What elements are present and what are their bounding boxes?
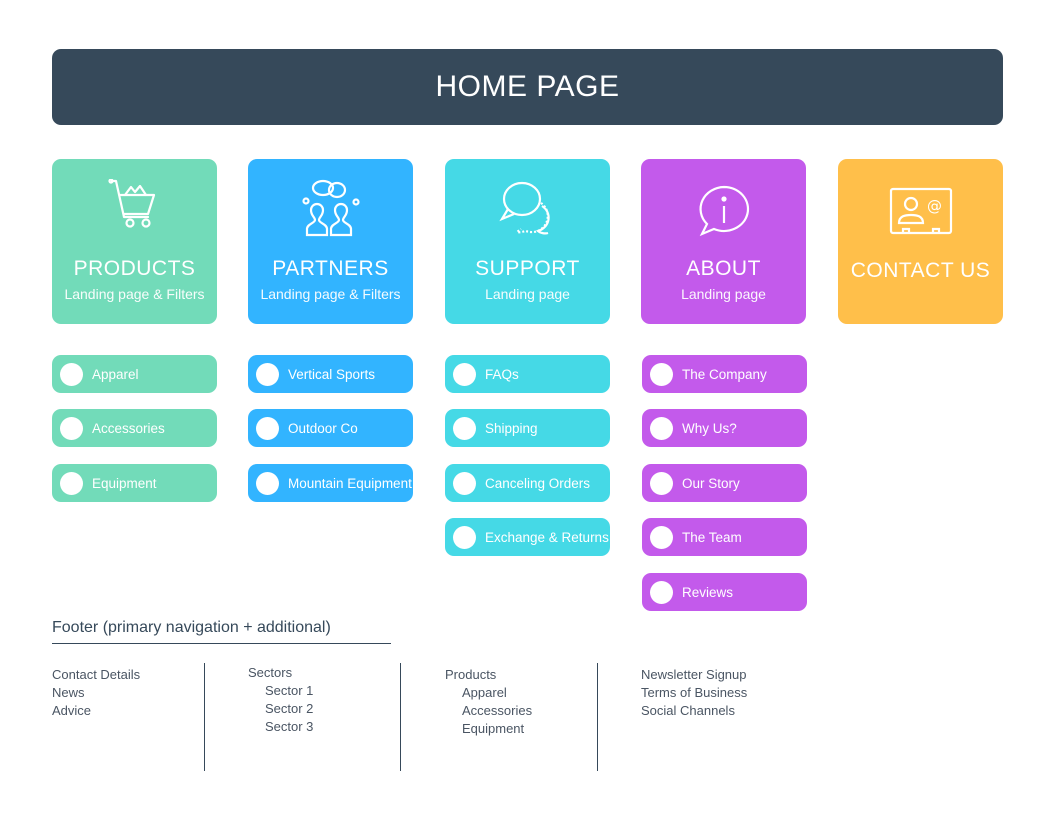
circle-icon — [650, 416, 673, 440]
card-subtitle: Landing page & Filters — [64, 286, 205, 302]
subpage-label: Outdoor Co — [288, 420, 358, 436]
subpage-button[interactable]: Exchange & Returns — [445, 518, 610, 556]
subpage-label: Canceling Orders — [485, 475, 591, 491]
circle-icon — [650, 471, 673, 495]
footer-link[interactable]: Advice — [52, 703, 92, 718]
subpage-label: Apparel — [92, 366, 139, 382]
info-bubble-icon — [699, 185, 749, 237]
circle-icon — [453, 416, 476, 440]
footer-title: Footer (primary navigation + additional) — [52, 619, 331, 636]
card-contact-us[interactable]: @ CONTACT US — [838, 159, 1003, 324]
footer-heading[interactable]: Products — [445, 667, 497, 682]
subpage-label: Exchange & Returns — [485, 529, 609, 545]
speech-bubbles-icon — [498, 181, 550, 235]
footer-divider — [400, 663, 401, 771]
subpage-button[interactable]: The Team — [642, 518, 807, 556]
circle-icon — [60, 471, 83, 495]
subpage-button[interactable]: Why Us? — [642, 409, 807, 447]
subpage-label: Vertical Sports — [288, 366, 376, 382]
footer-column-3: Products Apparel Accessories Equipment — [445, 666, 532, 738]
card-title: ABOUT — [686, 257, 761, 280]
card-support[interactable]: SUPPORT Landing page — [445, 159, 610, 324]
footer-title-underline — [52, 643, 391, 644]
card-subtitle: Landing page — [681, 286, 766, 302]
shopping-cart-icon — [107, 179, 155, 228]
footer-divider — [204, 663, 205, 771]
footer-divider — [597, 663, 598, 771]
subpage-button[interactable]: Apparel — [52, 355, 217, 393]
contact-card-icon: @ — [889, 187, 952, 235]
footer-heading[interactable]: Sectors — [248, 665, 293, 680]
circle-icon — [60, 416, 83, 440]
subpage-label: The Company — [682, 366, 767, 382]
subpage-label: Why Us? — [682, 420, 737, 436]
subpage-label: Equipment — [92, 475, 157, 491]
subpage-button[interactable]: Equipment — [52, 464, 217, 502]
circle-icon — [650, 580, 673, 604]
subpage-button[interactable]: Outdoor Co — [248, 409, 413, 447]
footer-link[interactable]: Newsletter Signup — [641, 667, 747, 682]
page-title: HOME PAGE — [52, 49, 1003, 125]
footer-link[interactable]: News — [52, 685, 85, 700]
footer-link[interactable]: Apparel — [462, 685, 507, 700]
people-chat-icon — [301, 179, 360, 237]
footer-column-1: Contact Details News Advice — [52, 666, 140, 720]
circle-icon — [256, 416, 279, 440]
subpage-label: Shipping — [485, 420, 538, 436]
card-subtitle: Landing page — [485, 286, 570, 302]
footer-link[interactable]: Sector 3 — [265, 719, 314, 734]
subpage-button[interactable]: Shipping — [445, 409, 610, 447]
footer-link[interactable]: Sector 1 — [265, 683, 314, 698]
footer-link[interactable]: Terms of Business — [641, 685, 748, 700]
card-about[interactable]: ABOUT Landing page — [641, 159, 806, 324]
subpage-button[interactable]: Reviews — [642, 573, 807, 611]
circle-icon — [453, 471, 476, 495]
circle-icon — [650, 525, 673, 549]
footer-link[interactable]: Equipment — [462, 721, 525, 736]
card-title: CONTACT US — [850, 259, 991, 282]
circle-icon — [256, 362, 279, 386]
circle-icon — [453, 362, 476, 386]
footer-column-2: Sectors Sector 1 Sector 2 Sector 3 — [248, 664, 313, 736]
subpage-label: Our Story — [682, 475, 740, 491]
subpage-label: Reviews — [682, 584, 734, 600]
card-title: PARTNERS — [272, 257, 389, 280]
card-partners[interactable]: PARTNERS Landing page & Filters — [248, 159, 413, 324]
circle-icon — [650, 362, 673, 386]
subpage-button[interactable]: Canceling Orders — [445, 464, 610, 502]
subpage-label: Accessories — [92, 420, 165, 436]
circle-icon — [256, 471, 279, 495]
circle-icon — [453, 525, 476, 549]
svg-text:@: @ — [927, 197, 942, 215]
footer-link[interactable]: Sector 2 — [265, 701, 314, 716]
subpage-button[interactable]: Accessories — [52, 409, 217, 447]
subpage-button[interactable]: The Company — [642, 355, 807, 393]
subpage-button[interactable]: Our Story — [642, 464, 807, 502]
footer-link[interactable]: Contact Details — [52, 667, 141, 682]
card-title: SUPPORT — [475, 257, 580, 280]
subpage-button[interactable]: Vertical Sports — [248, 355, 413, 393]
card-products[interactable]: PRODUCTS Landing page & Filters — [52, 159, 217, 324]
subpage-label: The Team — [682, 529, 742, 545]
subpage-button[interactable]: FAQs — [445, 355, 610, 393]
subpage-label: Mountain Equipment — [288, 475, 412, 491]
circle-icon — [60, 362, 83, 386]
card-title: PRODUCTS — [73, 257, 196, 280]
card-subtitle: Landing page & Filters — [260, 286, 401, 302]
subpage-label: FAQs — [485, 366, 519, 382]
footer-link[interactable]: Social Channels — [641, 703, 735, 718]
footer-column-4: Newsletter Signup Terms of Business Soci… — [641, 666, 747, 720]
subpage-button[interactable]: Mountain Equipment — [248, 464, 413, 502]
footer-link[interactable]: Accessories — [462, 703, 533, 718]
